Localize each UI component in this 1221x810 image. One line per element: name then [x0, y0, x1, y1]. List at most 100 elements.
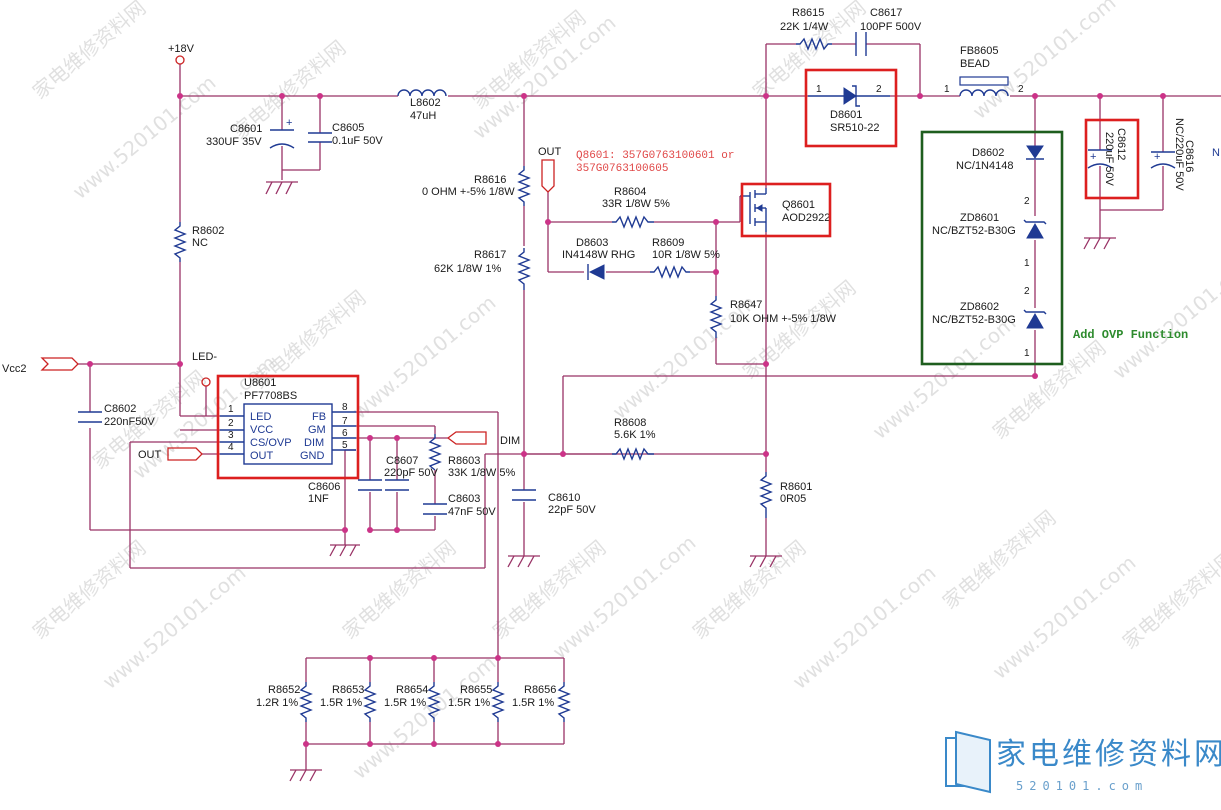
watermark-cn: 家电维修资料网 — [938, 505, 1061, 613]
zd8602-pin-a: 2 — [1024, 286, 1030, 297]
capacitor-c8602: C8602 220nF50V — [78, 403, 155, 428]
capacitor-c8616: + C8616 NC/220uF 50V — [1150, 118, 1195, 191]
capacitor-c8601: + C8601 330UF 35V — [206, 117, 295, 149]
r8647-ref: R8647 — [730, 299, 762, 311]
highlight-u8601 — [216, 374, 360, 480]
d8603-ref: D8603 — [576, 237, 608, 249]
resistor-r8603: R8603 33K 1/8W 5% — [428, 434, 515, 479]
diode-d8603: D8603 IN4148W RHG — [562, 237, 635, 280]
watermark-cn: 家电维修资料网 — [28, 0, 151, 104]
c8601-value: 330UF 35V — [206, 136, 262, 148]
q8601-note-line1: Q8601: 357G0763100601 or — [576, 150, 734, 162]
zd8602-ref: ZD8602 — [960, 301, 999, 313]
c8607-value: 220pF 50V — [384, 467, 438, 479]
d8601-pin2: 2 — [876, 84, 882, 95]
d8603-value: IN4148W RHG — [562, 249, 635, 261]
c8602-ref: C8602 — [104, 403, 136, 415]
net-label-dim: DIM — [500, 435, 520, 447]
r8609-ref: R8609 — [652, 237, 684, 249]
u8601-pin-name: DIM — [304, 437, 324, 449]
watermark-url: www.520101.com — [348, 650, 501, 783]
c8605-ref: C8605 — [332, 122, 364, 134]
r8652-ref: R8652 — [268, 684, 300, 696]
r8656-ref: R8656 — [524, 684, 556, 696]
r8654-ref: R8654 — [396, 684, 428, 696]
u8601-pin-num: 1 — [228, 404, 234, 415]
capacitor-c8617: C8617 100PF 500V — [855, 7, 922, 56]
resistor-r8616: R8616 0 OHM +-5% 1/8W — [422, 166, 531, 206]
watermark-url: www.520101.com — [968, 0, 1121, 124]
fb8605-pin1: 1 — [944, 84, 950, 95]
r8653-ref: R8653 — [332, 684, 364, 696]
resistor-r8656: R8656 1.5R 1% — [512, 682, 571, 722]
watermark-url: www.520101.com — [788, 560, 941, 693]
r8604-ref: R8604 — [614, 186, 646, 198]
resistor-r8654: R8654 1.5R 1% — [384, 682, 441, 722]
r8617-ref: R8617 — [474, 249, 506, 261]
c8603-ref: C8603 — [448, 493, 480, 505]
q8601-note-line2: 357G0763100605 — [576, 163, 668, 175]
resistor-r8602: R8602 NC — [173, 222, 224, 262]
watermark-cn: 家电维修资料网 — [688, 535, 811, 643]
c8610-value: 22pF 50V — [548, 504, 596, 516]
c8612-value: 220uF 50V — [1103, 132, 1115, 186]
capacitor-c8612: + C8612 220uF 50V — [1087, 128, 1127, 186]
watermark-url: www.520101.com — [548, 530, 701, 663]
r8617-value: 62K 1/8W 1% — [434, 263, 501, 275]
u8601-pin-name: FB — [312, 411, 326, 423]
c8617-ref: C8617 — [870, 7, 902, 19]
fb8605-pin2: 2 — [1018, 84, 1024, 95]
r8616-ref: R8616 — [474, 174, 506, 186]
watermark-url: www.520101.com — [68, 70, 221, 203]
r8616-value: 0 OHM +-5% 1/8W — [422, 186, 515, 198]
net-label-out-left: OUT — [138, 449, 162, 461]
resistor-r8604: R8604 33R 1/8W 5% — [602, 186, 670, 229]
highlight-ovp — [920, 130, 1064, 366]
net-label-led-minus: LED- — [192, 351, 217, 363]
zd8601-ref: ZD8601 — [960, 212, 999, 224]
watermark-cn: 家电维修资料网 — [988, 335, 1111, 443]
c8612-ref: C8612 — [1115, 128, 1127, 160]
highlight-d8601 — [804, 68, 898, 148]
u8601-pin-name: VCC — [250, 424, 273, 436]
resistor-r8617: R8617 62K 1/8W 1% — [434, 248, 531, 290]
r8602-value: NC — [192, 237, 208, 249]
r8604-value: 33R 1/8W 5% — [602, 198, 670, 210]
ovp-note: Add OVP Function — [1073, 328, 1188, 342]
inductor-l8602: L8602 47uH — [397, 89, 447, 122]
u8601-pin-num: 7 — [342, 416, 348, 427]
c8607-ref: C8607 — [386, 455, 418, 467]
d8601-pin1: 1 — [816, 84, 822, 95]
out-connector-left: OUT — [138, 447, 203, 461]
ground-symbol — [507, 555, 540, 568]
led-minus-probe: LED- — [192, 351, 217, 387]
zd8602-pin-b: 1 — [1024, 348, 1030, 359]
edge-letter: N — [1212, 147, 1220, 159]
l8602-value: 47uH — [410, 110, 436, 122]
c8617-value: 100PF 500V — [860, 21, 922, 33]
c8616-ref: C8616 — [1183, 140, 1195, 172]
r8609-value: 10R 1/8W 5% — [652, 249, 720, 261]
svg-text:+: + — [1090, 151, 1096, 163]
resistor-r8653: R8653 1.5R 1% — [320, 682, 377, 722]
u8601-pin-name: GM — [308, 424, 326, 436]
bead-fb8605: 1 2 FB8605 BEAD — [944, 45, 1024, 97]
r8655-ref: R8655 — [460, 684, 492, 696]
r8608-ref: R8608 — [614, 417, 646, 429]
dim-connector: DIM — [446, 431, 520, 447]
svg-text:+: + — [1154, 151, 1160, 163]
u8601-part: PF7708BS — [244, 390, 297, 402]
net-label-out-top: OUT — [538, 146, 562, 158]
r8653-value: 1.5R 1% — [320, 697, 362, 709]
c8606-value: 1NF — [308, 493, 329, 505]
capacitor-c8605: C8605 0.1uF 50V — [308, 122, 383, 147]
c8616-value: NC/220uF 50V — [1173, 118, 1185, 191]
fb8605-ref: FB8605 — [960, 45, 999, 57]
d8601-ref: D8601 — [830, 109, 862, 121]
watermark-url: www.520101.com — [988, 550, 1141, 683]
net-label-vcc2: Vcc2 — [2, 363, 26, 375]
watermark-cn: 家电维修资料网 — [738, 275, 861, 383]
resistor-r8655: R8655 1.5R 1% — [448, 682, 505, 722]
zd8601-value: NC/BZT52-B30G — [932, 225, 1016, 237]
capacitor-c8606: C8606 1NF — [308, 479, 382, 505]
